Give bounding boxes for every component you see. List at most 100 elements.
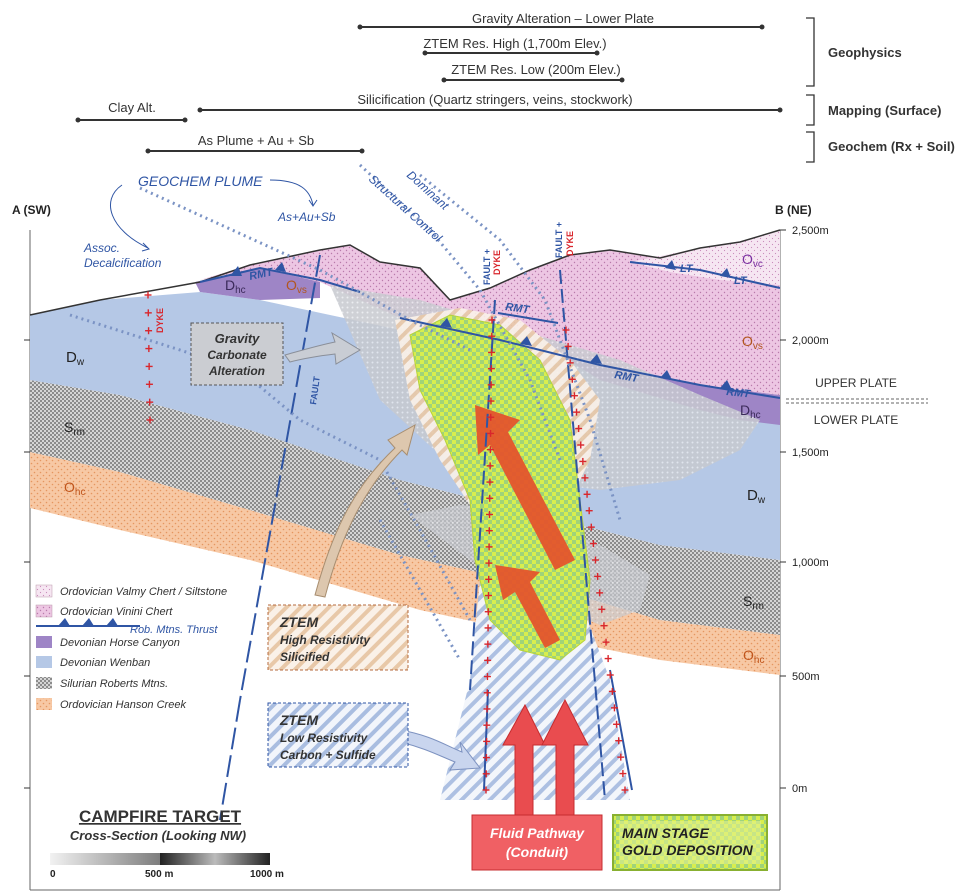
dyke-cross (594, 572, 602, 580)
elev-1500: 1,500m (792, 447, 829, 459)
silicification-bar (197, 107, 783, 113)
legend-swatch-hanson (36, 698, 52, 710)
legend-vinini: Ordovician Vinini Chert (60, 606, 173, 618)
unit-srm-west: Srm (64, 419, 85, 438)
gravity-alteration-label: Gravity Alteration – Lower Plate (472, 11, 654, 26)
unit-ohc-west: Ohc (64, 479, 85, 498)
rmt-thrust-east (399, 317, 781, 399)
dyke-cross (592, 556, 599, 564)
mapping-bracket (806, 94, 815, 126)
ztem-high-box-line3: Silicified (280, 650, 330, 664)
dyke-label-west: DYKE (155, 308, 165, 333)
unit-dw-east: Dw (747, 487, 766, 506)
geochem-plume-label: GEOCHEM PLUME (138, 173, 263, 189)
dyke-cross (619, 770, 627, 778)
lt-thrust (629, 261, 781, 289)
fault-west (239, 254, 321, 701)
dyke-cross (145, 327, 153, 335)
legend-valmy: Ordovician Valmy Chert / Siltstone (60, 586, 227, 598)
dyke-cross (487, 365, 495, 373)
unit-dhc-east: Dhc (740, 402, 761, 421)
diagram-title: CAMPFIRE TARGET (79, 807, 242, 826)
legend-swatch-wenban (36, 656, 52, 668)
gravity-callout-arrow (284, 331, 361, 365)
lt-label-1: LT (680, 263, 694, 275)
fault-label-west: FAULT (308, 375, 322, 405)
fault-center (469, 299, 496, 691)
rmt-label-3: RMT (613, 369, 640, 385)
section-end-b: B (NE) (775, 203, 812, 217)
ztem-low-box-line1: ZTEM (279, 712, 318, 728)
dyke-cross (598, 605, 606, 613)
scale-bar-left (50, 853, 160, 865)
plume-arrow-as (269, 179, 314, 206)
dyke-cross (485, 543, 493, 551)
dyke-cross (600, 622, 608, 630)
plume-arrow-decalc (110, 184, 149, 249)
dyke-cross (596, 589, 604, 597)
ztem-high-bar (422, 50, 600, 56)
dyke-cross (485, 575, 493, 583)
dyke-cross (483, 721, 491, 729)
fault-west-lower (219, 699, 241, 821)
dyke-cross (146, 416, 154, 424)
dyke-cross (487, 397, 495, 405)
dyke-cross (610, 704, 618, 712)
dyke-cross (484, 624, 492, 632)
dyke-cross (486, 478, 494, 486)
unit-dw-west: Dw (66, 349, 85, 368)
elev-2500: 2,500m (792, 225, 829, 237)
dyke-cross (487, 381, 495, 389)
gravity-box-line2: Carbonate (207, 348, 267, 362)
unit-ovs-west: Ovs (286, 277, 307, 296)
as-au-sb-label: As+Au+Sb (277, 210, 336, 224)
scale-zero: 0 (50, 869, 56, 880)
dyke-cross (483, 673, 491, 681)
clay-alteration-bar (75, 117, 188, 123)
gravity-alteration-bar (357, 24, 765, 30)
dyke-cross (587, 523, 595, 531)
dyke-cross (484, 640, 492, 648)
geophysics-label: Geophysics (828, 45, 902, 60)
dyke-cross (482, 754, 490, 762)
vinini-unit (200, 230, 780, 395)
flow-arrow-lower (495, 565, 560, 648)
dyke-cross (145, 362, 153, 370)
dyke-cross (573, 408, 581, 416)
scale-end: 1000 m (250, 869, 284, 880)
fault-dyke-label-b1: FAULT + (554, 222, 564, 258)
legend-swatch-valmy (35, 584, 53, 598)
fault-dyke-label-a2: DYKE (492, 250, 502, 275)
elev-0: 0m (792, 783, 807, 795)
assoc-label-1: Assoc. (83, 241, 120, 255)
dyke-cross (483, 689, 491, 697)
dyke-cross (485, 559, 493, 567)
elev-2000: 2,000m (792, 335, 829, 347)
dyke-cross (617, 753, 625, 761)
flow-arrow-upper (475, 405, 575, 570)
dyke-cross (488, 348, 496, 356)
dyke-cross (579, 457, 587, 465)
gravity-box (190, 322, 284, 386)
lt-label-2: LT (734, 275, 748, 287)
dyke-cross (144, 309, 152, 317)
dyke-cross (144, 291, 152, 299)
dyke-cross (577, 441, 585, 449)
dyke-cross (488, 316, 496, 324)
dyke-cross (146, 398, 154, 406)
dyke-cross (570, 392, 578, 400)
dyke-cross (613, 720, 621, 728)
clay-alteration-label: Clay Alt. (108, 100, 156, 115)
dyke-cross (145, 345, 153, 353)
unit-ohc-east: Ohc (743, 647, 764, 666)
legend-thrust: Rob. Mtns. Thrust (130, 624, 218, 636)
fault-dyke-label-b2: DYKE (565, 231, 575, 256)
unit-srm-east: Srm (743, 593, 764, 612)
elev-1000: 1,000m (792, 557, 829, 569)
topographic-surface (29, 229, 781, 316)
dyke-cross (562, 326, 570, 334)
legend-horse-canyon: Devonian Horse Canyon (60, 637, 180, 649)
ztem-high-callout-arrow (314, 423, 416, 598)
rmt-label-4: RMT (726, 386, 752, 401)
ztem-low-box-line2: Low Resistivity (280, 731, 369, 745)
